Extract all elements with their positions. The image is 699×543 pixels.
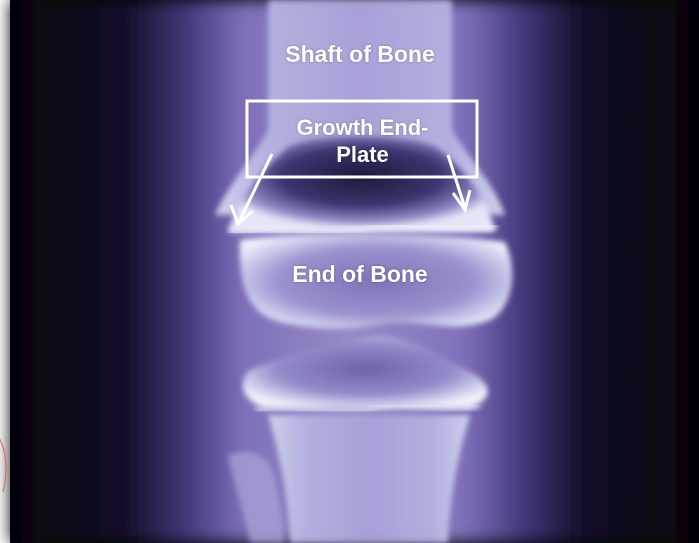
growth-plate-text: Growth End- Plate [297,115,429,167]
corner-curve [0,425,6,492]
end-of-bone-label: End of Bone [250,261,470,287]
growth-plate-label: Growth End- Plate [260,114,465,168]
shaft-of-bone-label: Shaft of Bone [245,41,475,67]
